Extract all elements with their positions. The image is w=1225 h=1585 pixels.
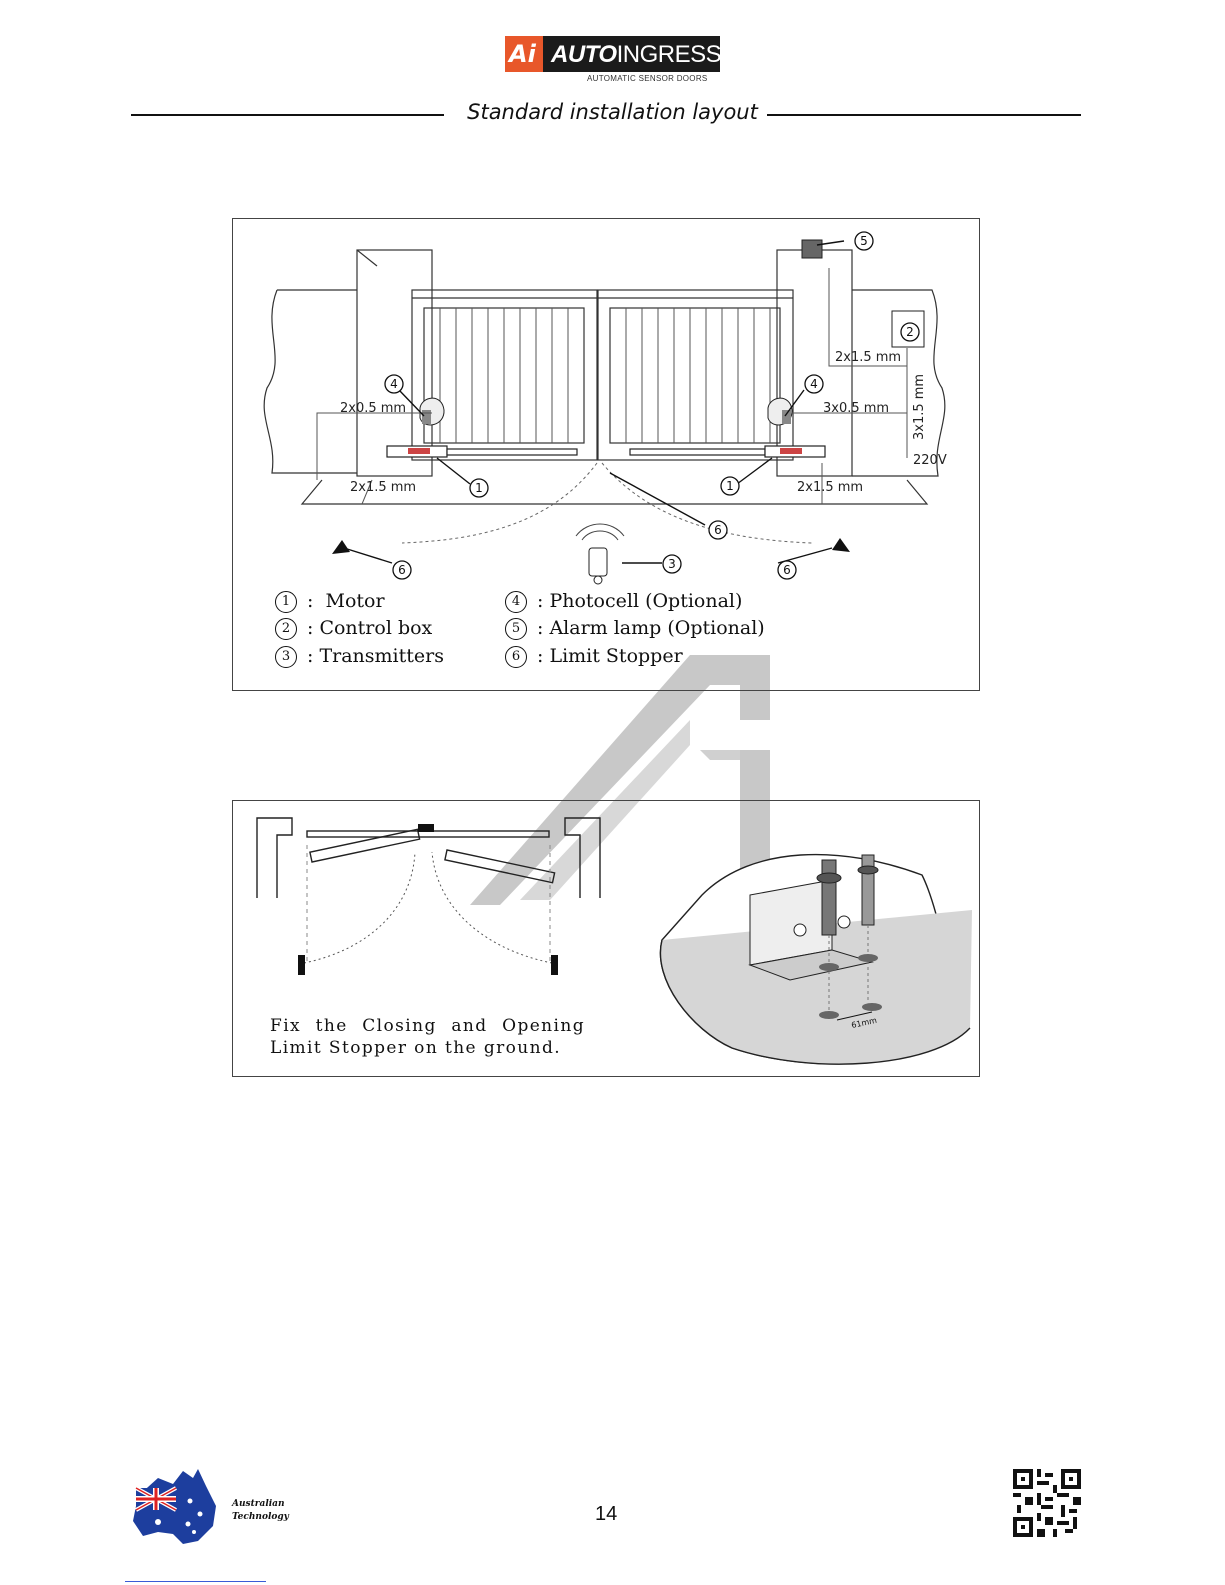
title-rule-left — [131, 114, 444, 116]
australian-technology-badge: Australian Technology — [232, 1498, 289, 1524]
legend-item-motor: 1: Motor — [275, 590, 385, 613]
dim-voltage: 220V — [913, 453, 947, 468]
legend-number: 5 — [505, 618, 527, 640]
callout-alarm-lamp: 5 — [860, 234, 868, 248]
legend-number: 2 — [275, 618, 297, 640]
callout-motor-right: 1 — [726, 479, 734, 493]
qr-code[interactable] — [1013, 1469, 1081, 1537]
logo-name: AUTOINGRESS — [551, 41, 722, 69]
legend-label: Alarm lamp (Optional) — [549, 617, 765, 639]
gate-installation-drawing: 1 1 6 3 6 6 5 2 4 4 — [263, 231, 946, 585]
dim-right-mid: 3x0.5 mm — [823, 401, 890, 416]
callout-limit-stopper-left: 6 — [398, 563, 406, 577]
legend-item-control-box: 2: Control box — [275, 617, 432, 640]
legend-label: Photocell (Optional) — [549, 590, 743, 612]
callout-photocell-left: 4 — [390, 377, 398, 391]
brand-logo: Ai AUTOINGRESS AUTOMATIC SENSOR DOORS — [505, 36, 722, 84]
limit-stopper-drawing: 61mm — [256, 817, 972, 1065]
legend-item-alarm-lamp: 5: Alarm lamp (Optional) — [505, 617, 765, 640]
legend-label: Transmitters — [319, 645, 444, 667]
logo-name-background — [543, 36, 720, 72]
australia-map-logo — [133, 1469, 216, 1544]
callout-limit-stopper-center: 6 — [714, 523, 722, 537]
legend-label: Motor — [325, 590, 385, 612]
legend-number: 4 — [505, 591, 527, 613]
callout-limit-stopper-right: 6 — [783, 563, 791, 577]
callout-transmitter: 3 — [668, 557, 676, 571]
logo-mark: Ai — [509, 40, 536, 68]
logo-tagline: AUTOMATIC SENSOR DOORS — [587, 74, 708, 83]
title-rule-right — [767, 114, 1081, 116]
page-title: Standard installation layout — [467, 100, 758, 124]
callout-control-box: 2 — [906, 325, 914, 339]
page-number: 14 — [595, 1503, 618, 1525]
dim-right-upper: 2x1.5 mm — [835, 350, 902, 365]
callout-photocell-right: 4 — [810, 377, 818, 391]
limit-stopper-diagram-panel — [232, 800, 980, 1077]
logo-name-bold: AUTO — [551, 41, 617, 68]
dim-left-bottom: 2x1.5 mm — [350, 480, 417, 495]
logo-mark-background: Ai — [505, 36, 543, 72]
logo-name-light: INGRESS — [616, 41, 722, 68]
dim-left-top: 2x0.5 mm — [340, 401, 407, 416]
legend-label: Limit Stopper — [549, 645, 683, 667]
badge-line-2: Technology — [232, 1512, 289, 1522]
callout-motor-left: 1 — [475, 481, 483, 495]
legend-label: Control box — [319, 617, 433, 639]
dim-right-vertical: 3x1.5 mm — [912, 373, 927, 440]
legend-number: 1 — [275, 591, 297, 613]
legend-number: 3 — [275, 646, 297, 668]
badge-line-1: Australian — [232, 1499, 285, 1509]
legend-item-limit-stopper: 6: Limit Stopper — [505, 645, 683, 668]
legend-number: 6 — [505, 646, 527, 668]
legend-item-transmitters: 3: Transmitters — [275, 645, 444, 668]
dim-right-bottom: 2x1.5 mm — [797, 480, 864, 495]
installation-diagram-panel — [232, 218, 980, 691]
stopper-caption: Fix the Closing and Opening Limit Stoppe… — [270, 1016, 585, 1058]
footer-link-underline[interactable] — [125, 1581, 266, 1582]
legend-item-photocell: 4: Photocell (Optional) — [505, 590, 742, 613]
